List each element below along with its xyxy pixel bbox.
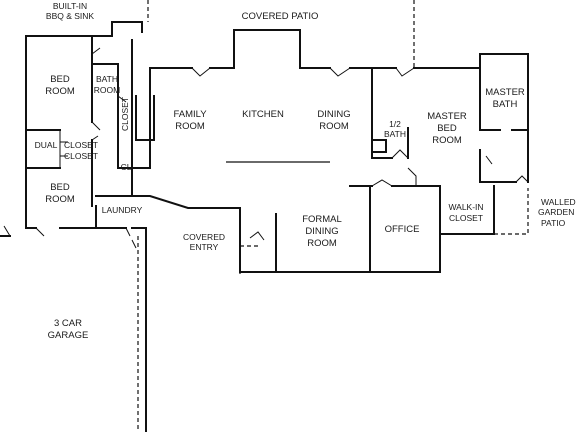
master-bath-door: [485, 155, 493, 165]
family-label-line1: FAMILY: [173, 109, 207, 120]
entry-dash: [239, 245, 258, 274]
kitchen-label: KITCHEN: [242, 109, 284, 120]
bed2-label-line1: BED: [50, 182, 70, 193]
bedroom-wing-west-wall: [25, 35, 93, 229]
dining-label-line1: DINING: [317, 109, 350, 120]
garage-label-line2: GARAGE: [48, 330, 89, 341]
master-bath-outer-wall: [479, 53, 529, 183]
dining-patio-door: [329, 67, 351, 77]
walkin-door: [407, 167, 417, 186]
laundry-door: [125, 227, 137, 249]
laundry-label: LAUNDRY: [102, 205, 143, 215]
half-bath-south-wall: [371, 151, 393, 159]
dining-label-line2: ROOM: [319, 121, 349, 132]
walls: [0, 21, 529, 432]
closet-label-b: CLOSET: [64, 151, 98, 161]
master-bed-label-line2: BED: [437, 123, 457, 134]
garden-patio-dash: [494, 188, 529, 235]
bbq-label-line1: BUILT-IN: [53, 1, 87, 11]
north-facade: [149, 29, 373, 69]
bed1-label-line2: ROOM: [45, 86, 75, 97]
garden-door: [515, 175, 529, 183]
bath-label-line2: ROOM: [94, 85, 120, 95]
bed1-door: [91, 121, 101, 141]
covered-entry-label-line2: ENTRY: [190, 242, 219, 252]
office-east-south-wall: [369, 185, 441, 273]
garage-side-door: [3, 225, 45, 237]
family-patio-door: [191, 67, 211, 77]
bbq-alcove-wall: [91, 21, 143, 37]
formal-dining-label-line3: ROOM: [307, 238, 337, 249]
family-label-line2: ROOM: [175, 121, 205, 132]
closet-vertical-label: CLOSET: [120, 97, 130, 131]
formal-dining-label-line1: FORMAL: [302, 214, 342, 225]
fireplace-block: [135, 95, 155, 141]
closet-block-wall: [117, 63, 151, 169]
half-bath-door: [391, 149, 409, 159]
walled-garden-label-line3: PATIO: [541, 218, 566, 228]
walled-garden-label-line1: WALLED: [541, 197, 576, 207]
dual-label-1: DUAL: [35, 140, 58, 150]
dual-closet-doors: [59, 130, 68, 168]
master-bed-label-line3: ROOM: [432, 135, 462, 146]
walkin-label-line2: CLOSET: [449, 213, 483, 223]
half-bath-label-line1: 1/2: [389, 119, 401, 129]
doors: [3, 47, 529, 249]
walled-garden-label-line2: GARDEN: [538, 207, 574, 217]
dashed-outlines: [137, 0, 529, 432]
family-south-wall: [131, 195, 277, 273]
bed2-label-line2: ROOM: [45, 194, 75, 205]
covered-patio-label: COVERED PATIO: [242, 11, 319, 22]
bath-door: [91, 47, 127, 103]
master-bed-label-line1: MASTER: [427, 111, 467, 122]
walkin-label-line1: WALK-IN: [448, 202, 483, 212]
master-bath-label-line2: BATH: [493, 99, 518, 110]
walkin-north-wall: [479, 149, 517, 183]
closet-label-a: CLOSET: [64, 140, 98, 150]
bbq-label-line2: BBQ & SINK: [46, 11, 95, 21]
master-bath-label-line1: MASTER: [485, 87, 525, 98]
half-bath-fixture: [371, 139, 387, 153]
bath-label-line1: BATH: [96, 74, 118, 84]
master-patio-door: [395, 67, 415, 77]
half-bath-label-line2: BATH: [384, 129, 406, 139]
bed1-label-line1: BED: [50, 74, 70, 85]
dual-closet-walls: [25, 129, 61, 169]
garage-label-line1: 3 CAR: [54, 318, 82, 329]
covered-entry-label-line1: COVERED: [183, 232, 225, 242]
office-door: [371, 179, 393, 187]
cl-label: CL: [121, 162, 132, 172]
office-label: OFFICE: [385, 224, 420, 235]
entry-door: [249, 231, 265, 241]
formal-dining-label-line2: DINING: [305, 226, 338, 237]
room-labels: BUILT-IN BBQ & SINK COVERED PATIO BED RO…: [35, 1, 576, 341]
